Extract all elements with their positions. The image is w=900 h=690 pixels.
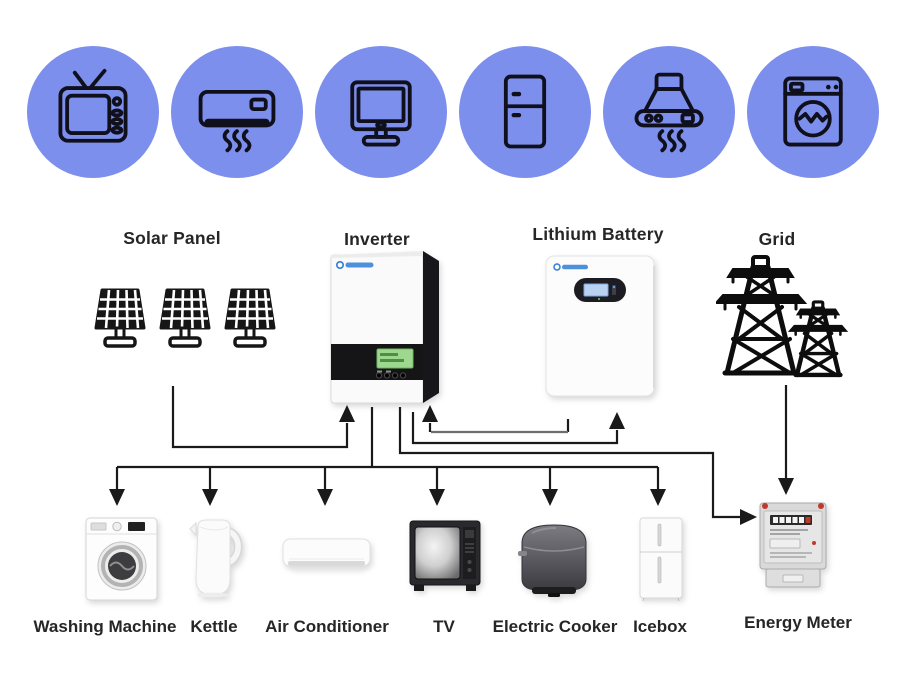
tv-icon: [27, 46, 159, 178]
refrigerator-icon-glyph: [503, 74, 547, 149]
energy-meter-photo: [756, 497, 830, 598]
inverter-photo: [330, 249, 442, 412]
tv-label: TV: [433, 617, 455, 636]
range-hood-icon-glyph: [634, 72, 704, 153]
battery-photo: [544, 254, 660, 407]
air-conditioner-photo: [282, 537, 372, 578]
computer-monitor-icon-glyph: [350, 80, 412, 147]
washing-machine-icon-glyph: [783, 76, 843, 147]
transmission-towers-icon: [713, 254, 852, 387]
computer-monitor-icon: [315, 46, 447, 178]
icebox-photo: [636, 516, 686, 607]
kettle-label: Kettle: [190, 617, 238, 636]
solar-panel-label: Solar Panel: [123, 228, 221, 248]
solar-panel-icon: [159, 288, 211, 348]
solar-panel-icon: [94, 288, 146, 348]
grid-label: Grid: [758, 229, 796, 249]
inverter-label: Inverter: [344, 229, 410, 249]
solar-panel-icon: [224, 288, 276, 348]
solar-panel-array-icon: [94, 287, 276, 353]
range-hood-icon: [603, 46, 735, 178]
electric-cooker-photo: [512, 521, 596, 602]
energy-meter-label: Energy Meter: [744, 613, 852, 632]
kettle-photo: [186, 517, 246, 604]
air-conditioner-icon-glyph: [198, 89, 276, 153]
washing-machine-label: Washing Machine: [33, 617, 177, 636]
lithium-battery-label: Lithium Battery: [532, 224, 664, 244]
air-conditioner-label: Air Conditioner: [265, 617, 389, 636]
air-conditioner-icon: [171, 46, 303, 178]
icebox-label: Icebox: [633, 617, 687, 636]
electric-cooker-label: Electric Cooker: [492, 617, 618, 636]
refrigerator-icon: [459, 46, 591, 178]
tv-photo: [408, 518, 482, 599]
washing-machine-photo: [84, 514, 160, 607]
tv-icon-glyph: [58, 68, 128, 143]
washing-machine-icon: [747, 46, 879, 178]
